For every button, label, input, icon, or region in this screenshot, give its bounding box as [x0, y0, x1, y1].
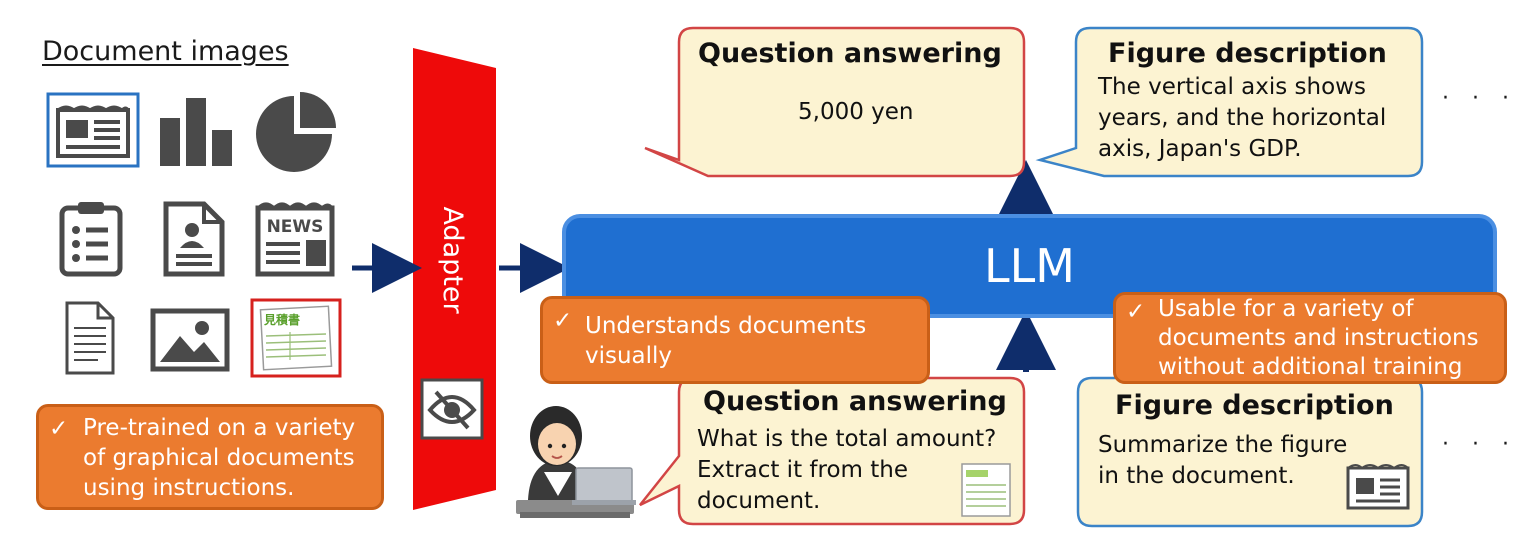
- input-figure-line: Summarize the figure: [1098, 432, 1348, 458]
- profile-document-icon: [160, 200, 228, 278]
- check-icon: ✓: [1126, 299, 1146, 325]
- ellipsis-bottom: · · ·: [1442, 432, 1517, 457]
- small-newspaper-icon: [1346, 464, 1410, 510]
- pretrain-note-line: of graphical documents: [83, 445, 355, 471]
- output-figure-title: Figure description: [1108, 38, 1387, 69]
- feature-right-line: without additional training: [1158, 354, 1463, 380]
- input-qa-line: Extract it from the: [697, 457, 908, 483]
- image-icon: [150, 308, 230, 372]
- input-figure-instruction: Summarize the figure in the document.: [1098, 430, 1347, 492]
- pretrain-note-line: Pre-trained on a variety: [83, 415, 356, 441]
- output-figure-line: years, and the horizontal: [1098, 105, 1387, 131]
- check-icon: ✓: [49, 416, 69, 442]
- input-qa-line: What is the total amount?: [697, 426, 997, 452]
- output-qa-bubble: [644, 26, 1026, 178]
- input-qa-instruction: What is the total amount? Extract it fro…: [697, 424, 996, 517]
- output-qa-title: Question answering: [698, 38, 1002, 69]
- estimate-form-icon: 見積書: [250, 298, 342, 378]
- document-images-title: Document images: [42, 36, 289, 67]
- output-figure-line: axis, Japan's GDP.: [1098, 136, 1302, 162]
- feature-right-line: Usable for a variety of: [1158, 296, 1414, 322]
- pie-chart-icon: [256, 90, 338, 172]
- pretrain-note: ✓ Pre-trained on a variety of graphical …: [36, 404, 384, 510]
- feature-left-line: Understands documents: [585, 313, 867, 339]
- bar-chart-icon: [156, 92, 238, 168]
- output-figure-line: The vertical axis shows: [1098, 74, 1366, 100]
- news-icon: NEWS: [254, 198, 336, 278]
- input-figure-bubble: [1076, 376, 1424, 528]
- estimate-form-label: 見積書: [263, 312, 300, 327]
- feature-left-note: ✓ Understands documents visually: [540, 296, 930, 384]
- small-estimate-form-icon: [961, 463, 1011, 517]
- check-icon: ✓: [553, 308, 573, 334]
- ellipsis-top: · · ·: [1442, 86, 1517, 111]
- input-qa-title: Question answering: [703, 386, 1007, 417]
- person-with-laptop-icon: [516, 406, 636, 518]
- feature-left-line: visually: [585, 343, 673, 369]
- newspaper-icon: [46, 92, 140, 168]
- output-figure-bubble: [1035, 26, 1424, 178]
- adapter-label: Adapter: [437, 206, 468, 314]
- input-figure-line: in the document.: [1098, 463, 1295, 489]
- input-qa-bubble: [639, 376, 1026, 526]
- llm-label: LLM: [984, 239, 1075, 293]
- input-qa-line: document.: [697, 488, 821, 514]
- text-document-icon: [64, 300, 116, 376]
- pretrain-note-line: using instructions.: [83, 475, 295, 501]
- input-figure-title: Figure description: [1115, 390, 1394, 421]
- news-icon-label: NEWS: [267, 217, 324, 237]
- eye-icon: [420, 378, 484, 440]
- feature-right-note: ✓ Usable for a variety of documents and …: [1113, 292, 1507, 384]
- output-figure-description: The vertical axis shows years, and the h…: [1098, 72, 1386, 165]
- feature-right-line: documents and instructions: [1158, 325, 1479, 351]
- output-qa-answer: 5,000 yen: [798, 99, 914, 125]
- clipboard-list-icon: [56, 200, 126, 278]
